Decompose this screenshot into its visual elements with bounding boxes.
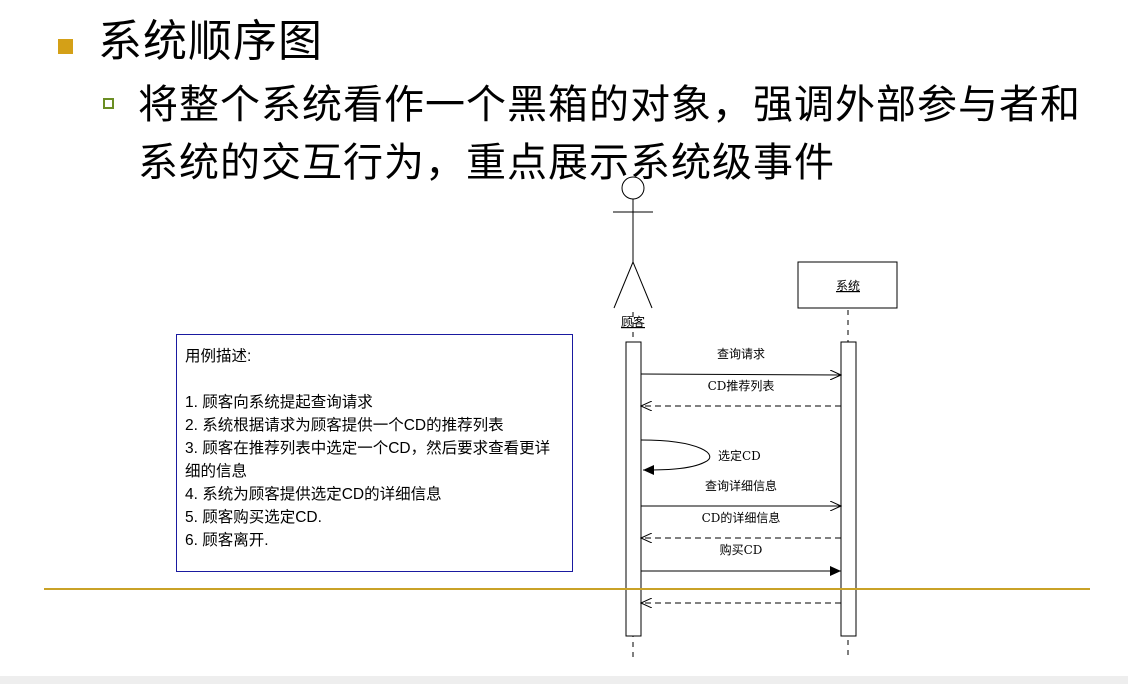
slide-subheading: 将整个系统看作一个黑箱的对象，强调外部参与者和系统的交互行为，重点展示系统级事件 bbox=[138, 82, 1081, 186]
message-label: CD的详细信息 bbox=[702, 510, 781, 525]
actor-activation-bar bbox=[625, 341, 642, 637]
message-label: 购买CD bbox=[720, 542, 763, 557]
actor-label: 顾客 bbox=[621, 314, 645, 329]
self-message-arrow bbox=[640, 439, 711, 475]
use-case-title: 用例描述: bbox=[185, 348, 252, 365]
heading-bullet-icon bbox=[58, 39, 73, 54]
use-case-step: 4. 系统为顾客提供选定CD的详细信息 bbox=[185, 486, 442, 503]
message-label: 查询请求 bbox=[717, 347, 765, 361]
use-case-step: 5. 顾客购买选定CD. bbox=[185, 509, 322, 526]
use-case-step: 6. 顾客离开. bbox=[185, 532, 269, 549]
use-case-description-box: 用例描述: 1. 顾客向系统提起查询请求 2. 系统根据请求为顾客提供一个CD的… bbox=[176, 334, 573, 572]
use-case-step: 2. 系统根据请求为顾客提供一个CD的推荐列表 bbox=[185, 417, 504, 434]
use-case-step: 1. 顾客向系统提起查询请求 bbox=[185, 394, 373, 411]
system-activation-bar bbox=[840, 341, 857, 637]
footer-band bbox=[0, 676, 1128, 684]
message-label: 选定CD bbox=[718, 448, 761, 463]
slide-divider bbox=[44, 588, 1090, 590]
use-case-step: 3. 顾客在推荐列表中选定一个CD，然后要求查看更详细的信息 bbox=[185, 440, 551, 480]
actor-figure-icon bbox=[613, 176, 653, 309]
sub-bullet-icon bbox=[103, 98, 114, 109]
message-arrow bbox=[640, 374, 841, 375]
message-label: 查询详细信息 bbox=[705, 478, 777, 493]
message-label: CD推荐列表 bbox=[708, 379, 775, 393]
slide-heading: 系统顺序图 bbox=[98, 16, 323, 67]
system-object-box bbox=[797, 261, 898, 309]
system-label: 系统 bbox=[836, 279, 860, 293]
